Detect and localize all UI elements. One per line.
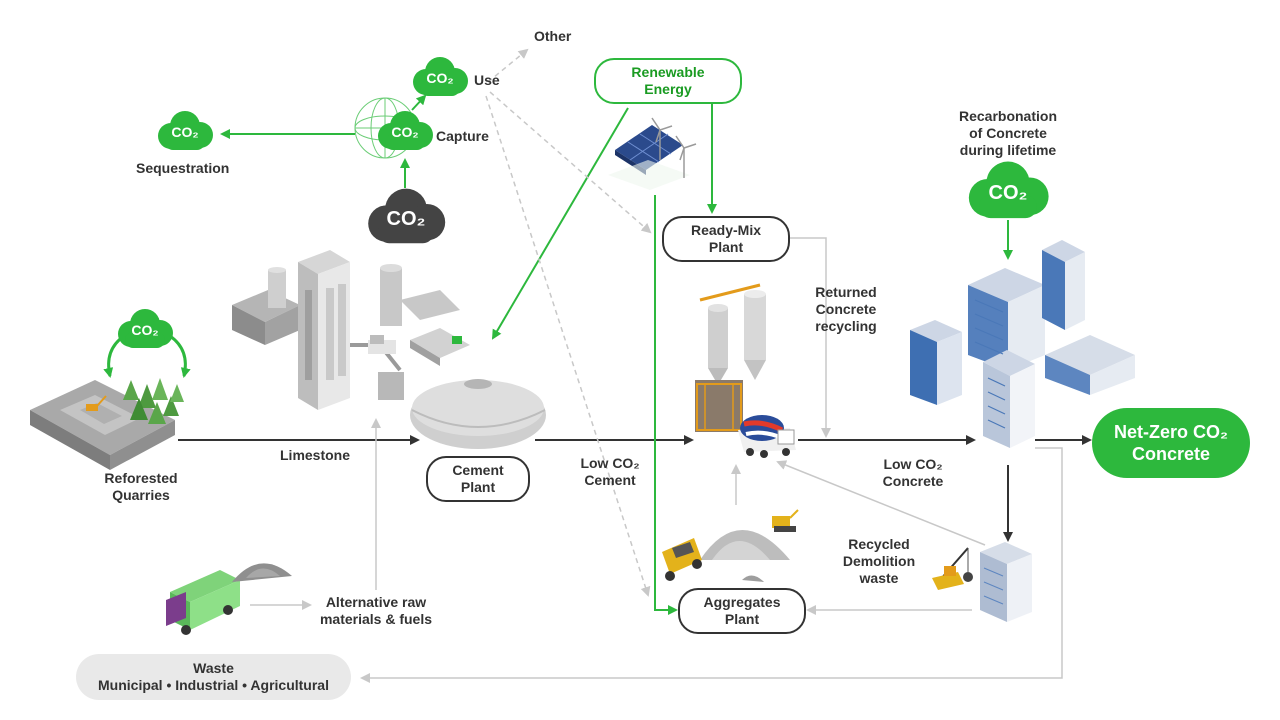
crane-icon xyxy=(932,547,973,590)
co2-cement-text: CO₂ xyxy=(386,208,426,230)
garbage-truck-icon xyxy=(166,570,240,635)
mixer-truck-icon xyxy=(738,415,796,458)
recarbonation-line1: Recarbonation xyxy=(958,108,1057,124)
recarbonation-label: Recarbonation of Concrete during lifetim… xyxy=(948,108,1068,159)
returned-line3: recycling xyxy=(815,318,877,334)
returned-line1: Returned xyxy=(815,284,877,300)
alternative-raw-line1: Alternative raw xyxy=(325,594,427,610)
arrow-use-to-aggregates xyxy=(485,95,651,597)
arrow-demolition-to-mixer xyxy=(776,460,986,546)
dump-truck-icon xyxy=(662,538,702,581)
arrow-renewable-to-cement xyxy=(491,107,629,340)
arrow-capture-to-use xyxy=(411,94,427,111)
alternative-raw-label: Alternative raw materials & fuels xyxy=(312,594,440,628)
waste-line2: Municipal • Industrial • Agricultural xyxy=(98,677,329,693)
aggregates-pile-icon xyxy=(700,530,790,582)
waste-box: Waste Municipal • Industrial • Agricultu… xyxy=(76,654,351,700)
low-co2-concrete-label: Low CO₂ Concrete xyxy=(870,456,956,490)
returned-concrete-label: Returned Concrete recycling xyxy=(806,284,886,335)
recarbonation-line2: of Concrete xyxy=(969,125,1047,141)
net-zero-line1: Net-Zero CO₂ xyxy=(1113,422,1228,442)
aggregates-line1: Aggregates xyxy=(703,594,781,610)
aggregates-plant-box: Aggregates Plant xyxy=(678,588,806,634)
recycled-demolition-label: Recycled Demolition waste xyxy=(834,536,924,587)
trees-icon xyxy=(123,378,184,424)
recycled-line1: Recycled xyxy=(848,536,910,552)
arrow-co2-to-quarry-right xyxy=(169,334,191,378)
quarry-icon xyxy=(30,380,175,470)
arrow-waste-return xyxy=(360,447,1063,683)
low-co2-cement-label: Low CO₂ Cement xyxy=(570,455,650,489)
waste-pile-icon xyxy=(232,563,292,582)
low-co2-cement-line2: Cement xyxy=(584,472,636,488)
reforested-line2: Quarries xyxy=(112,487,170,503)
low-co2-concrete-line2: Concrete xyxy=(882,473,944,489)
co2-sequestration-text: CO₂ xyxy=(171,124,199,140)
co2-quarry-text: CO₂ xyxy=(131,322,159,338)
sequestration-label: Sequestration xyxy=(136,160,230,176)
ready-mix-line1: Ready-Mix xyxy=(690,222,762,238)
alternative-raw-line2: materials & fuels xyxy=(319,611,433,627)
recycled-line2: Demolition xyxy=(842,553,916,569)
cement-plant-box: Cement Plant xyxy=(426,456,530,502)
demolition-building-icon xyxy=(980,542,1032,622)
renewable-energy-line1: Renewable xyxy=(631,64,705,80)
co2-use-text: CO₂ xyxy=(426,70,454,86)
cement-plant-line1: Cement xyxy=(452,462,504,478)
arrow-renewable-to-aggregates xyxy=(654,195,678,615)
cement-plant-line2: Plant xyxy=(460,479,496,495)
low-co2-concrete-line1: Low CO₂ xyxy=(883,456,943,472)
use-label: Use xyxy=(474,72,500,88)
recarbonation-line3: during lifetime xyxy=(959,142,1057,158)
other-label: Other xyxy=(534,28,572,44)
net-zero-line2: Concrete xyxy=(1131,444,1211,464)
returned-line2: Concrete xyxy=(815,301,877,317)
reforested-line1: Reforested xyxy=(104,470,178,486)
excavator-icon xyxy=(772,509,799,532)
wind-turbine-icon xyxy=(651,117,697,178)
ready-mix-plant-box: Ready-Mix Plant xyxy=(662,216,790,262)
aggregates-line2: Plant xyxy=(724,611,760,627)
low-co2-cement-line1: Low CO₂ xyxy=(580,455,640,471)
co2-capture-text: CO₂ xyxy=(391,124,419,140)
co2-recarbonation-text: CO₂ xyxy=(988,182,1028,204)
city-buildings-icon xyxy=(910,240,1135,448)
solar-panel-icon xyxy=(608,125,690,190)
recycled-line3: waste xyxy=(859,570,899,586)
ready-mix-plant-icon xyxy=(695,283,766,432)
ready-mix-line2: Plant xyxy=(708,239,744,255)
reforested-quarries-label: Reforested Quarries xyxy=(96,470,186,504)
cement-plant-icon xyxy=(232,250,546,449)
limestone-label: Limestone xyxy=(280,447,351,463)
renewable-energy-line2: Energy xyxy=(644,81,692,97)
capture-label: Capture xyxy=(436,128,489,144)
arrow-returned-concrete xyxy=(790,237,831,438)
renewable-energy-box: Renewable Energy xyxy=(594,58,742,104)
net-zero-concrete-box: Net-Zero CO₂ Concrete xyxy=(1092,408,1250,478)
waste-line1: Waste xyxy=(193,660,234,676)
